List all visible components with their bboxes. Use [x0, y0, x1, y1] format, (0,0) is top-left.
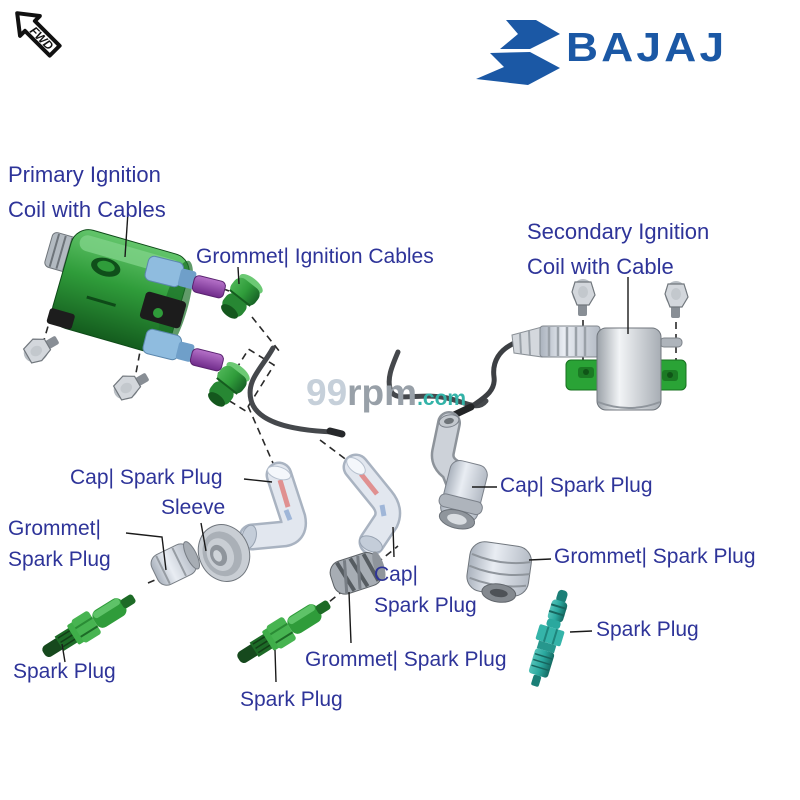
watermark-num: 99: [306, 372, 348, 413]
spark-plug-cap-white-2-graphic: [342, 453, 402, 556]
label-grommet-spark-plug-left: Grommet| Spark Plug: [8, 517, 111, 571]
label-grommet-spark-plug-right: Grommet| Spark Plug: [554, 545, 756, 568]
bolt-primary-coil-2-graphic: [108, 365, 154, 405]
label-grommet-spark-plug-center: Grommet| Spark Plug: [305, 648, 507, 671]
label-cap-spark-plug-left: Cap| Spark Plug: [70, 466, 223, 489]
spark-plug-left-graphic: [35, 584, 142, 666]
ignition-cables-graphic: [247, 339, 520, 438]
secondary-ignition-coil-graphic: [511, 325, 687, 411]
label-spark-plug-right: Spark Plug: [596, 618, 699, 641]
label-spark-plug-left: Spark Plug: [13, 660, 116, 683]
label-leader-lines: [61, 211, 629, 683]
label-sleeve: Sleeve: [161, 496, 226, 519]
label-cap-spark-plug-center: Cap| Spark Plug: [374, 563, 477, 617]
spark-plug-right-graphic: [528, 589, 568, 687]
bolt-secondary-coil-2-graphic: [664, 280, 689, 319]
label-spark-plug-center: Spark Plug: [240, 688, 343, 711]
cable-detail-dashed-box: [218, 348, 276, 412]
grommet-spark-plug-center-graphic: [329, 551, 386, 595]
label-grommet-ignition-cables: Grommet| Ignition Cables: [196, 245, 434, 268]
bolt-primary-coil-1-graphic: [18, 328, 64, 368]
label-cap-spark-plug-right: Cap| Spark Plug: [500, 474, 653, 497]
label-secondary-ignition-coil: Secondary Ignition Coil with Cable: [527, 219, 710, 279]
grommet-ignition-cable-1-graphic: [213, 268, 268, 326]
primary-ignition-coil-graphic: [44, 229, 226, 372]
bajaj-emblem-icon: [476, 20, 560, 85]
fwd-arrow-icon: FWD: [15, 11, 62, 58]
label-primary-ignition-coil: Primary Ignition Coil with Cables: [8, 162, 166, 222]
grommet-spark-plug-right-graphic: [466, 541, 532, 603]
spark-plug-cap-gray-graphic: [430, 411, 488, 530]
brand-wordmark: BAJAJ: [566, 24, 728, 70]
grommet-spark-plug-left-graphic: [150, 541, 201, 586]
watermark: 99rpm.com: [306, 372, 466, 414]
sleeve-graphic: [197, 524, 251, 582]
watermark-dotcom: .com: [417, 387, 467, 410]
bolt-secondary-coil-1-graphic: [571, 278, 596, 317]
spark-plug-cap-white-1-graphic: [238, 461, 308, 551]
watermark-rpm: rpm: [347, 372, 418, 413]
